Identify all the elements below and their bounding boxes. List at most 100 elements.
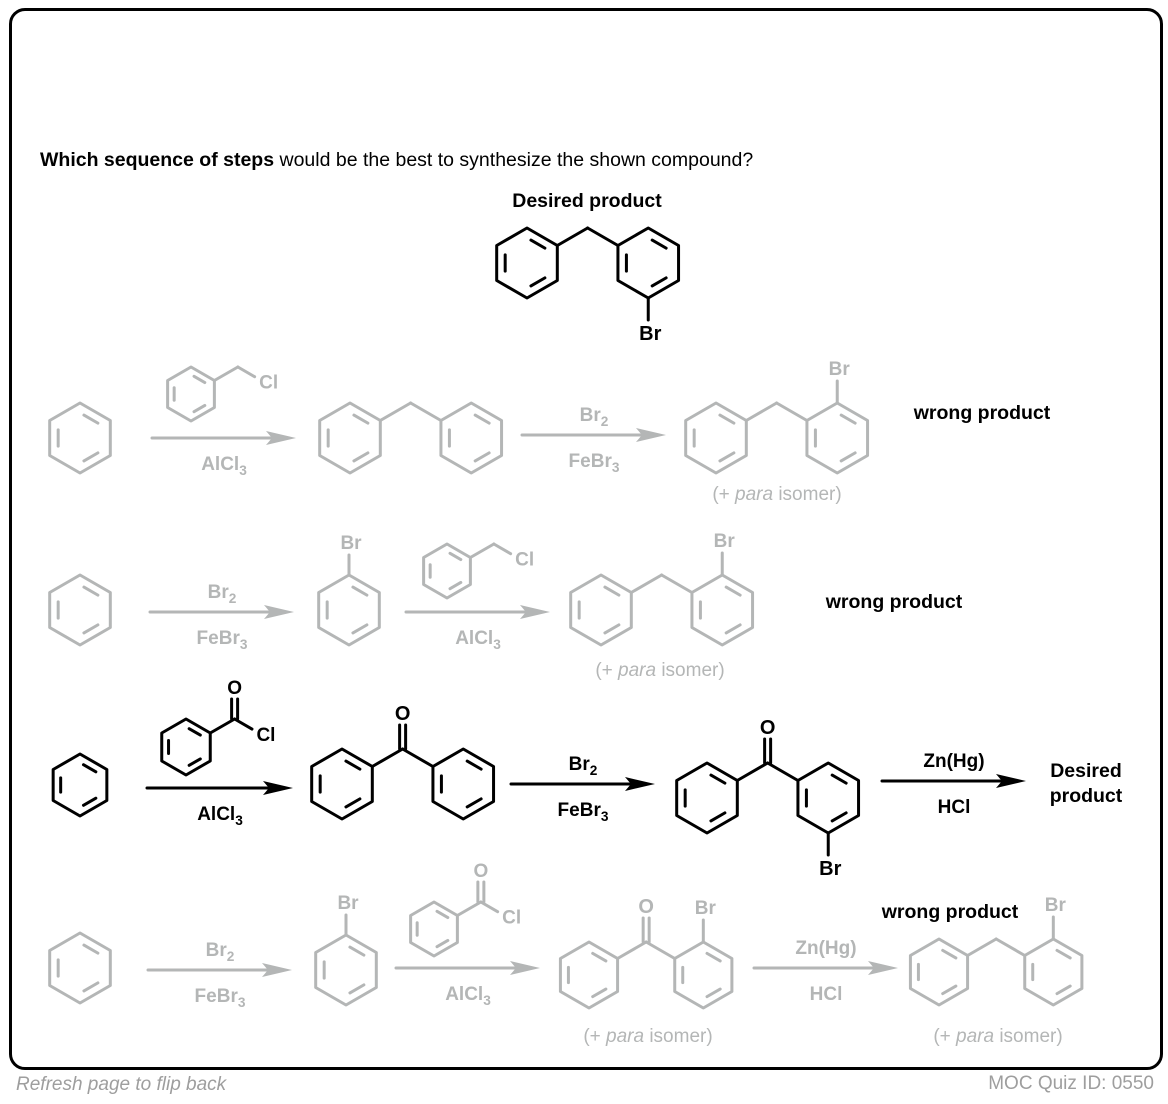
reagent-ring: [160, 717, 212, 777]
reagent-bottom: AlCl3: [445, 984, 491, 1008]
para-isomer-note: (+ para isomer): [595, 660, 724, 681]
right-ring: [439, 401, 504, 475]
result-label: product: [1050, 785, 1123, 807]
reagent-bottom: FeBr3: [558, 800, 609, 824]
result-label: wrong product: [913, 402, 1051, 424]
left-ring: [569, 573, 633, 647]
left-ring: [684, 401, 748, 475]
reagent-bottom: AlCl3: [201, 454, 247, 478]
left-ring: [908, 937, 970, 1007]
benzyl-chloride: Cl: [166, 365, 278, 423]
left-ring: [318, 401, 382, 475]
reagent-bottom: AlCl3: [455, 628, 501, 652]
reaction-step: AlCl3: [145, 781, 293, 828]
benzoyl-chloride: Cl O: [160, 678, 275, 777]
bromine-atom: Br: [819, 858, 841, 880]
reagent-top: Br2: [206, 940, 235, 964]
chlorine-atom: Cl: [259, 373, 278, 394]
benzophenone: O: [310, 703, 496, 821]
result-label: Desired: [1050, 760, 1122, 782]
benzene: [51, 752, 109, 818]
reagent-bottom: FeBr3: [197, 628, 248, 652]
right-ring: [616, 226, 681, 300]
quiz-id: MOC Quiz ID: 0550: [988, 1073, 1154, 1094]
question-bold: Which sequence of steps: [40, 149, 275, 171]
bromine-atom: Br: [1045, 895, 1067, 916]
benzene: [48, 931, 112, 1005]
left-ring: [675, 761, 739, 835]
reaction-arrow: [148, 605, 294, 619]
meta-bromo-benzophenone: O Br: [675, 717, 861, 880]
reagent-bottom: HCl: [938, 797, 971, 818]
target-molecule: Br: [495, 226, 681, 345]
oxygen-atom: O: [395, 703, 411, 725]
benzyl-chloride: Cl: [422, 542, 534, 600]
ring: [317, 573, 381, 647]
reaction-arrow: [404, 605, 550, 619]
carbonyl: O: [760, 717, 776, 765]
reagent-bottom: FeBr3: [569, 451, 620, 475]
question-rest: would be the best to synthesize the show…: [274, 149, 754, 171]
reagent-top: Zn(Hg): [795, 938, 856, 959]
diphenylmethane: [318, 401, 504, 475]
right-ring: [431, 747, 496, 821]
reaction-arrow: [509, 777, 655, 791]
right-ring: [673, 940, 734, 1010]
reagent-top: Br2: [580, 405, 609, 429]
bromobenzene: Br: [314, 893, 378, 1007]
left-ring: [558, 940, 620, 1010]
ortho-bromo-product: Br: [908, 895, 1084, 1007]
reaction-arrow: [146, 963, 292, 977]
bromine-atom: Br: [714, 531, 736, 552]
reaction-arrow: [145, 781, 293, 795]
reagent-bottom: FeBr3: [195, 986, 246, 1010]
oxygen-atom: O: [227, 678, 242, 699]
right-ring: [805, 401, 870, 475]
reaction-step: Zn(Hg) HCl: [880, 751, 1026, 818]
reaction-step: AlCl3: [404, 605, 550, 652]
para-isomer-note: (+ para isomer): [583, 1026, 712, 1047]
oxygen-atom: O: [760, 717, 776, 739]
reaction-step: AlCl3: [394, 961, 540, 1008]
reaction-arrow: [880, 774, 1026, 788]
reagent-ring: [166, 365, 216, 423]
quiz-card[interactable]: [9, 8, 1163, 1070]
chlorine-atom: Cl: [515, 550, 534, 571]
refresh-hint[interactable]: Refresh page to flip back: [16, 1074, 227, 1095]
chlorine-atom: Cl: [256, 725, 275, 746]
bromobenzene: Br: [317, 533, 381, 647]
bromine-atom: Br: [337, 893, 359, 914]
carbonyl: O: [638, 896, 654, 944]
ring: [314, 933, 378, 1007]
oxygen-atom: O: [638, 896, 654, 918]
reaction-arrow: [520, 428, 666, 442]
left-ring: [495, 226, 559, 300]
reaction-arrow: [150, 431, 296, 445]
reagent-bottom: HCl: [810, 984, 843, 1005]
ortho-bromo-product: Br: [684, 359, 870, 475]
carbonyl: O: [395, 703, 411, 751]
benzene: [48, 401, 112, 475]
question-text: Which sequence of steps would be the bes…: [40, 149, 753, 172]
reagent-ring: [409, 900, 459, 958]
chlorine-atom: Cl: [502, 908, 521, 929]
reagent-top: Br2: [208, 582, 237, 606]
reaction-step: AlCl3: [150, 431, 296, 478]
desired-product-label: Desired product: [512, 190, 662, 212]
reaction-arrow: [394, 961, 540, 975]
reagent-top: Zn(Hg): [923, 751, 984, 772]
reaction-step: Zn(Hg) HCl: [752, 938, 898, 1005]
reagent-top: Br2: [569, 754, 598, 778]
left-ring: [310, 747, 374, 821]
